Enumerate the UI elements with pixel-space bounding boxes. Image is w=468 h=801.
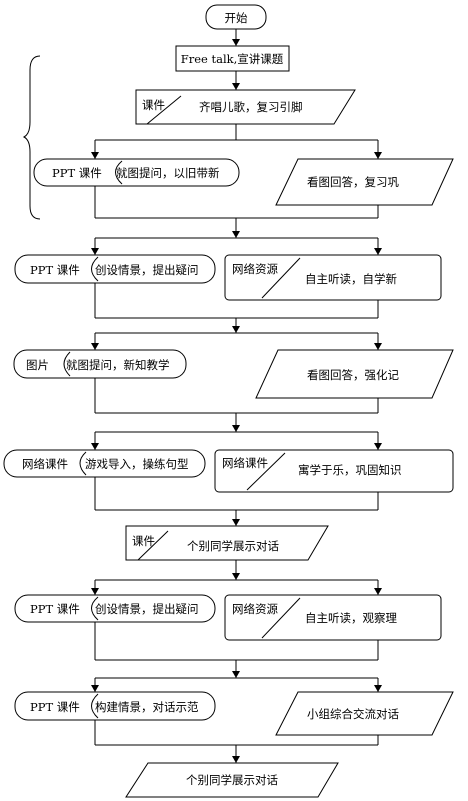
arrow-head (91, 685, 99, 692)
arrow-head (374, 248, 382, 255)
ppt-tag: PPT 课件 (30, 602, 80, 616)
courseware-tag: 课件 (132, 534, 155, 548)
web-course-tag: 网络课件 (22, 457, 68, 471)
ppt-text: 构建情景，对话示范 (95, 700, 199, 714)
arrow-head (91, 343, 99, 350)
arrow-head (232, 573, 240, 580)
end-node: 个别同学展示对话 (125, 762, 339, 798)
answer-text: 看图回答，复习巩 (307, 175, 399, 189)
ppt-tag: PPT 课件 (52, 166, 102, 180)
arrowheads (91, 39, 382, 763)
ppt-node-2: PPT 课件 创设情景，提出疑问 (14, 254, 216, 284)
ppt-text: 创设情景，提出疑问 (95, 602, 199, 616)
ppt-text: 创设情景，提出疑问 (95, 263, 199, 277)
arrow-head (232, 425, 240, 432)
courseware-tag: 课件 (142, 98, 165, 112)
arrow-head (374, 685, 382, 692)
ppt-node-3: PPT 课件 创设情景，提出疑问 (14, 594, 216, 623)
web-course-node-1: 网络课件 游戏导入，操练句型 (3, 449, 206, 478)
arrow-head (374, 343, 382, 350)
web-course-text: 寓学于乐，巩固知识 (298, 463, 402, 477)
ppt-text: 就图提问，以旧带新 (116, 166, 220, 180)
arrow-head (232, 231, 240, 238)
web-course-node-2: 网络课件 寓学于乐，巩固知识 (214, 449, 454, 493)
left-brace (22, 55, 41, 220)
end-text: 个别同学展示对话 (186, 773, 278, 787)
arrow-head (232, 756, 240, 763)
arrow-head (374, 152, 382, 159)
courseware-node-1: 课件 齐唱儿歌，复习引脚 (135, 89, 356, 125)
picture-tag: 图片 (26, 358, 49, 372)
courseware-node-2: 课件 个别同学展示对话 (125, 525, 329, 561)
group-dialogue-text: 小组综合交流对话 (307, 707, 399, 721)
answer-node-1: 看图回答，复习巩 (275, 158, 454, 206)
arrow-head (374, 588, 382, 595)
web-resource-text: 自主听读，自学新 (305, 272, 397, 286)
courseware-text: 齐唱儿歌，复习引脚 (199, 100, 303, 114)
arrow-head (232, 671, 240, 678)
web-resource-text: 自主听读，观察理 (305, 611, 397, 625)
web-resource-node-1: 网络资源 自主听读，自学新 (224, 254, 442, 301)
picture-node: 图片 就图提问，新知教学 (13, 349, 187, 379)
web-resource-tag: 网络资源 (232, 262, 278, 276)
ppt-tag: PPT 课件 (30, 700, 80, 714)
arrow-head (91, 588, 99, 595)
ppt-tag: PPT 课件 (30, 263, 80, 277)
arrow-head (232, 519, 240, 526)
free-talk-label: Free talk,宣讲课题 (181, 52, 284, 66)
web-resource-tag: 网络资源 (232, 602, 278, 616)
arrow-head (232, 39, 240, 46)
arrow-head (91, 248, 99, 255)
web-course-text: 游戏导入，操练句型 (85, 457, 189, 471)
answer-text: 看图回答，强化记 (307, 368, 399, 382)
answer-node-3: 看图回答，强化记 (255, 349, 454, 399)
ppt-node-1: PPT 课件 就图提问，以旧带新 (33, 158, 240, 187)
free-talk-node: Free talk,宣讲课题 (175, 45, 290, 72)
courseware-text: 个别同学展示对话 (187, 539, 279, 553)
web-resource-node-2: 网络资源 自主听读，观察理 (224, 594, 442, 641)
arrow-head (91, 443, 99, 450)
arrow-head (232, 326, 240, 333)
start-node: 开始 (205, 4, 267, 30)
arrow-head (374, 443, 382, 450)
arrow-head (232, 83, 240, 90)
arrow-head (91, 152, 99, 159)
ppt-node-4: PPT 课件 构建情景，对话示范 (14, 691, 216, 721)
group-dialogue-node: 小组综合交流对话 (275, 691, 454, 736)
web-course-tag: 网络课件 (222, 456, 268, 470)
picture-text: 就图提问，新知教学 (66, 358, 170, 372)
start-label: 开始 (225, 11, 248, 25)
